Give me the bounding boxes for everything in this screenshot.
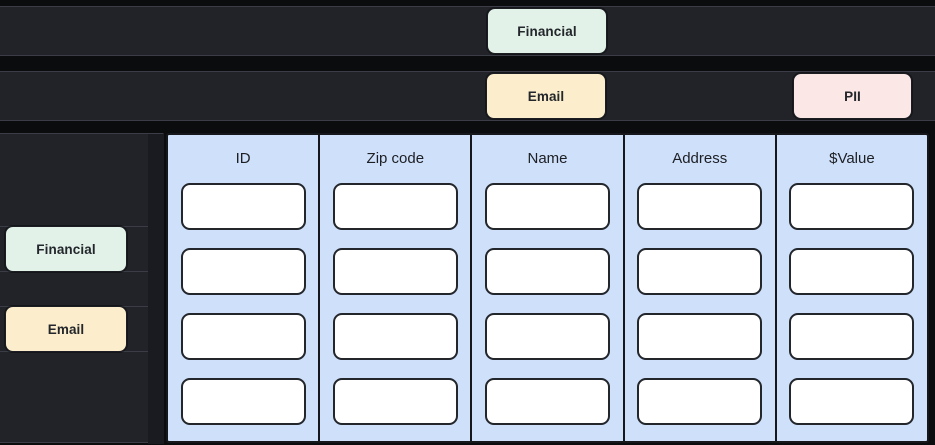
column-cells-name <box>472 183 622 441</box>
table-cell[interactable] <box>332 248 458 295</box>
table-column-address: Address <box>624 135 777 441</box>
column-cells-address <box>625 183 775 441</box>
column-header-address: Address <box>672 150 728 167</box>
column-header-zip-code: Zip code <box>366 150 425 167</box>
lower-area: Financial Email ID Zip code <box>0 133 935 445</box>
tag-chip-pii-top[interactable]: PII <box>793 73 912 119</box>
table-cell[interactable] <box>332 183 458 230</box>
table-cell[interactable] <box>637 378 763 425</box>
sidebar: Financial Email <box>0 133 164 444</box>
column-cells-zip-code <box>320 183 470 441</box>
sidebar-divider-strip <box>148 134 164 444</box>
tag-chip-financial-top[interactable]: Financial <box>487 8 607 54</box>
table-cell[interactable] <box>180 183 306 230</box>
table-cell[interactable] <box>789 248 915 295</box>
table-cell[interactable] <box>332 378 458 425</box>
table-cell[interactable] <box>180 378 306 425</box>
table-cell[interactable] <box>789 378 915 425</box>
table-cell[interactable] <box>180 313 306 360</box>
table-column-zip-code: Zip code <box>320 135 473 441</box>
table-column-value: $Value <box>776 135 927 441</box>
table-cell[interactable] <box>180 248 306 295</box>
table-cell[interactable] <box>637 313 763 360</box>
column-header-id: ID <box>235 150 251 167</box>
column-cells-value <box>777 183 927 441</box>
table-cell[interactable] <box>332 313 458 360</box>
table-cell[interactable] <box>485 183 610 230</box>
sidebar-item-financial[interactable]: Financial <box>5 226 127 272</box>
table-cell[interactable] <box>637 183 763 230</box>
column-header-name: Name <box>527 150 568 167</box>
table-cell[interactable] <box>789 313 915 360</box>
table-column-id: ID <box>168 135 321 441</box>
data-table: ID Zip code Name <box>166 133 929 443</box>
tag-row-email-pii <box>0 71 935 121</box>
table-column-name: Name <box>472 135 625 441</box>
table-cell[interactable] <box>485 378 610 425</box>
table-cell[interactable] <box>789 183 915 230</box>
table-cell[interactable] <box>485 248 610 295</box>
column-header-value: $Value <box>829 150 875 167</box>
tag-row-financial <box>0 6 935 56</box>
table-cell[interactable] <box>637 248 763 295</box>
table-cell[interactable] <box>485 313 610 360</box>
tag-chip-email-top[interactable]: Email <box>486 73 606 119</box>
sidebar-item-email[interactable]: Email <box>5 306 127 352</box>
column-cells-id <box>168 183 318 441</box>
